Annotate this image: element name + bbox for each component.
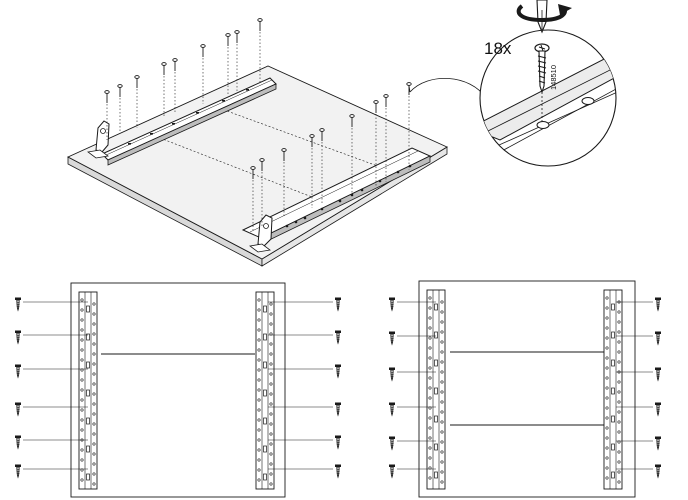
wood-screw-icon — [616, 436, 662, 450]
screw-hole — [581, 97, 595, 105]
isometric-board-assembly — [66, 18, 448, 267]
wood-screw-icon — [388, 297, 436, 311]
rail-front — [241, 147, 432, 245]
wood-screw-icon — [616, 464, 662, 478]
vertical-rail — [426, 289, 446, 490]
wood-screw-icon — [104, 90, 110, 140]
wood-screw-icon — [616, 331, 662, 345]
wood-screw-icon — [388, 331, 436, 345]
wood-screw-icon — [250, 166, 256, 230]
wood-screw-icon — [534, 43, 550, 122]
clockwise-rotation-arrow-icon — [516, 4, 572, 23]
wood-screw-icon — [616, 297, 662, 311]
wood-screw-icon — [161, 62, 167, 118]
screw-drop-group — [104, 18, 412, 230]
top-view-option-a — [14, 282, 342, 498]
wood-screw-icon — [388, 464, 436, 478]
vertical-rail — [78, 291, 98, 490]
wood-screw-icon — [309, 134, 315, 208]
wood-screw-icon — [373, 100, 379, 186]
screwdriver-icon — [536, 0, 548, 34]
vertical-rail — [255, 291, 275, 490]
wood-screw-icon — [268, 330, 342, 344]
wood-screw-icon — [616, 367, 662, 381]
wood-screw-icon — [134, 75, 140, 128]
wood-screw-icon — [388, 436, 436, 450]
quantity-label: 18x — [484, 39, 512, 58]
vertical-rail — [603, 289, 623, 490]
wood-screw-icon — [616, 402, 662, 416]
wood-screw-icon — [268, 364, 342, 378]
top-view-option-b — [388, 280, 662, 498]
wood-screw-icon — [14, 330, 88, 344]
wood-screw-icon — [14, 464, 88, 478]
detail-callout: 18x 148510 — [408, 0, 617, 167]
wood-screw-icon — [117, 84, 123, 133]
wood-screw-icon — [349, 114, 355, 196]
screw-hole — [536, 121, 550, 129]
wood-screw-icon — [234, 30, 240, 92]
wood-screw-icon — [388, 402, 436, 416]
mounting-bracket-left — [87, 120, 110, 159]
wood-screw-icon — [14, 297, 88, 311]
wood-screw-icon — [14, 364, 88, 378]
wood-screw-icon — [172, 58, 178, 113]
wood-screw-icon — [281, 148, 287, 218]
wood-screw-icon — [388, 367, 436, 381]
callout-leader — [409, 78, 487, 99]
rail-back — [101, 77, 277, 166]
wood-screw-icon — [225, 33, 231, 95]
mounting-bracket-right — [249, 214, 273, 253]
wood-screw-icon — [14, 402, 88, 416]
part-number-label: 148510 — [549, 65, 558, 90]
wood-screw-icon — [268, 464, 342, 478]
wood-screw-icon — [268, 402, 342, 416]
wood-screw-icon — [268, 435, 342, 449]
wood-screw-icon — [257, 18, 263, 82]
wood-screw-icon — [268, 297, 342, 311]
wood-screw-icon — [14, 435, 88, 449]
wood-screw-icon — [200, 44, 206, 104]
